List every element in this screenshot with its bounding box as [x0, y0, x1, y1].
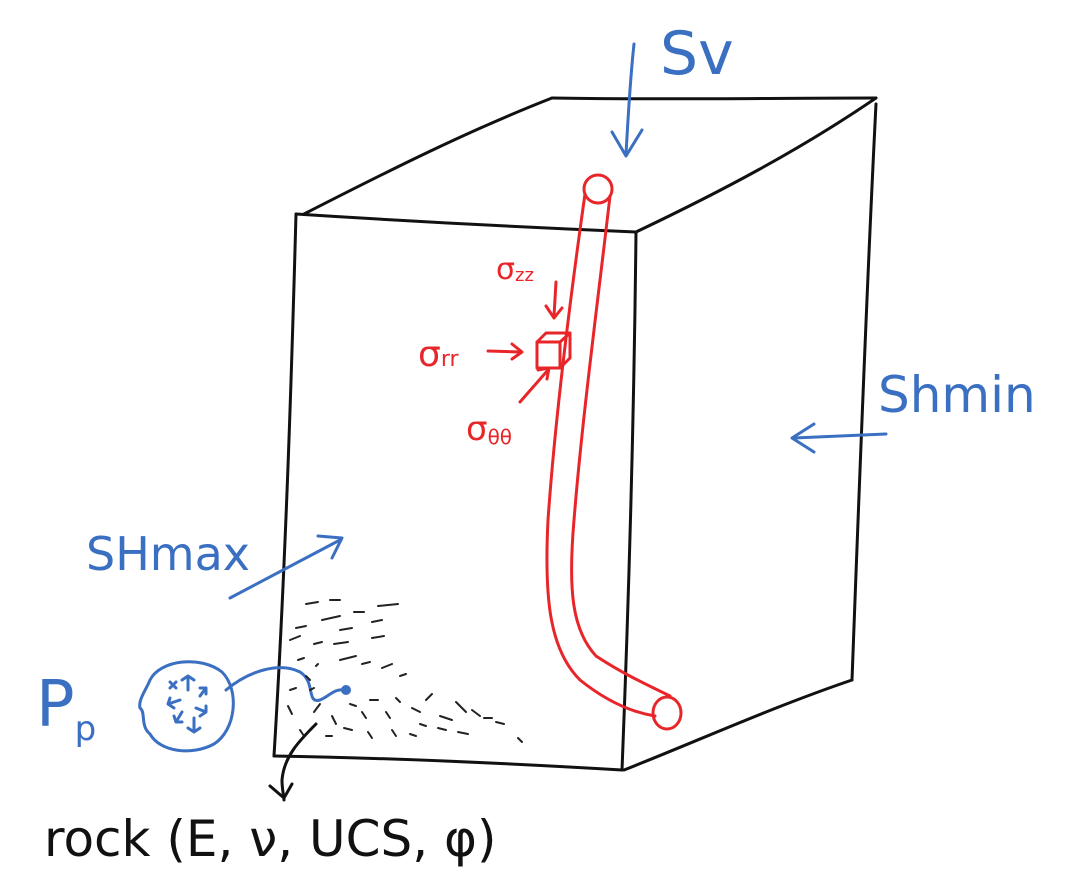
wellbore-top-opening [582, 173, 614, 205]
block-top-right-edge [634, 96, 878, 234]
rock-leader-arrow [280, 722, 318, 802]
pore-pressure-circle-icon [138, 660, 235, 753]
rock-label: rock (E, ν, UCS, φ) [44, 810, 497, 868]
stt-arrow [518, 368, 550, 404]
block-front-right-edge [620, 230, 638, 772]
rock-leader-arrowhead [268, 782, 294, 800]
shmax-label: SHmax [86, 527, 250, 581]
shmax-arrowhead [316, 534, 344, 560]
pore-pressure-leader [224, 666, 348, 702]
rock-block [272, 96, 878, 772]
pore-point-dot [341, 685, 351, 695]
srr-label: σrr [418, 334, 459, 375]
rock-texture [287, 599, 523, 743]
wellbore-right-wall [570, 194, 672, 698]
wellbore-bottom-opening [651, 695, 683, 731]
stt-label: σθθ [466, 409, 512, 449]
shmin-arrowhead [790, 422, 816, 454]
block-front-top-edge [294, 212, 638, 234]
stress-element-cube-icon [535, 331, 572, 370]
wellbore [486, 173, 683, 731]
szz-label: σzz [496, 252, 534, 287]
block-top-back-edge [550, 96, 878, 101]
shmin-arrow [792, 432, 888, 440]
sv-arrow [624, 42, 636, 156]
pp-label: Pp [36, 668, 96, 749]
block-front-left-edge [272, 212, 298, 758]
shmax-arrow [228, 538, 342, 600]
block-back-right-edge [850, 102, 878, 682]
block-front-bottom-edge [272, 754, 624, 772]
sv-arrowhead [610, 128, 644, 158]
srr-arrow [486, 349, 522, 354]
block-top-left-edge [302, 96, 554, 216]
wellbore-left-wall [545, 192, 657, 718]
block-side-bottom-edge [622, 678, 854, 772]
shmin-label: Shmin [878, 366, 1036, 424]
sv-label: Sv [660, 19, 734, 89]
szz-arrow [552, 280, 558, 318]
